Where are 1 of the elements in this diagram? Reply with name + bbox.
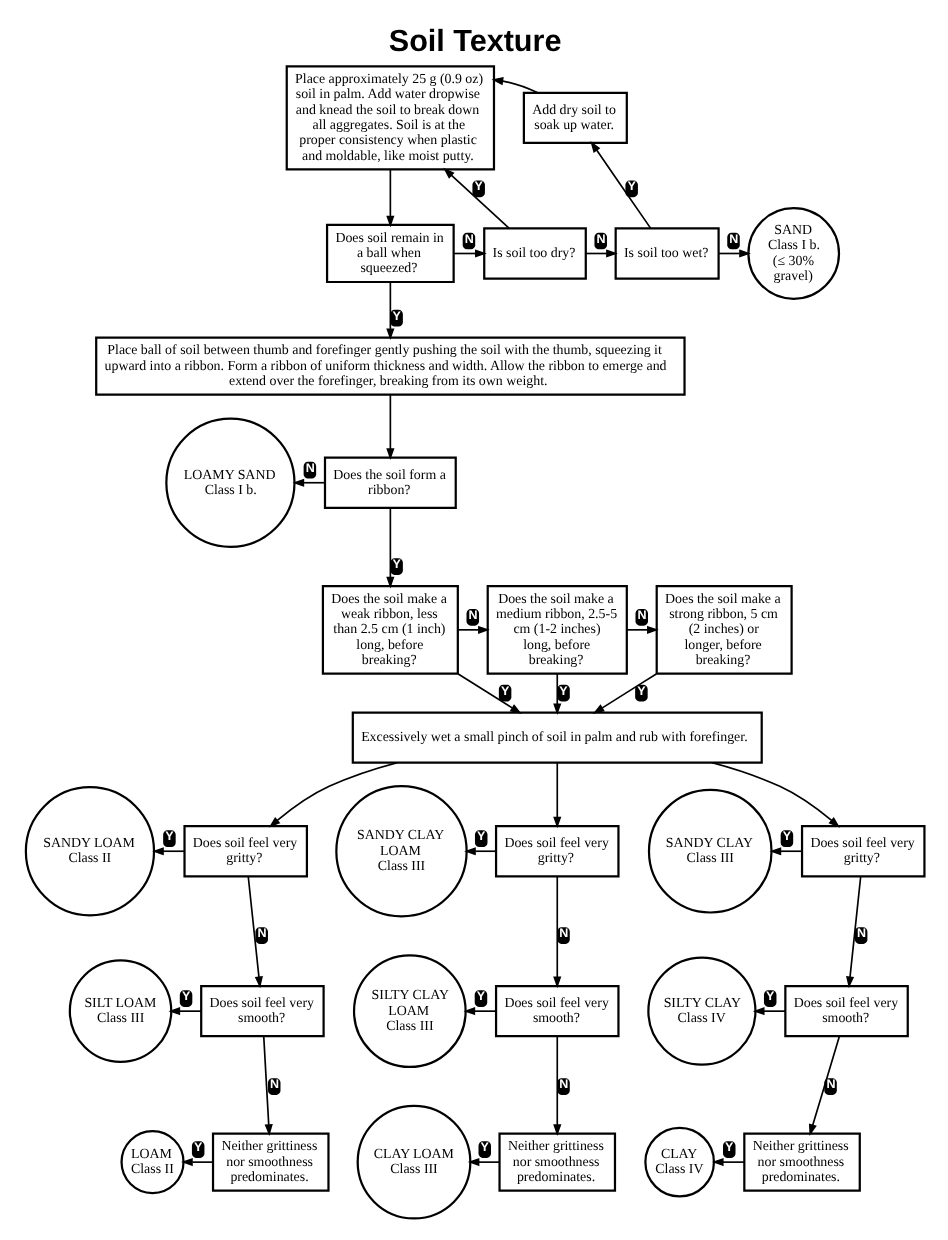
diagram-title: Soil Texture [387,24,561,59]
